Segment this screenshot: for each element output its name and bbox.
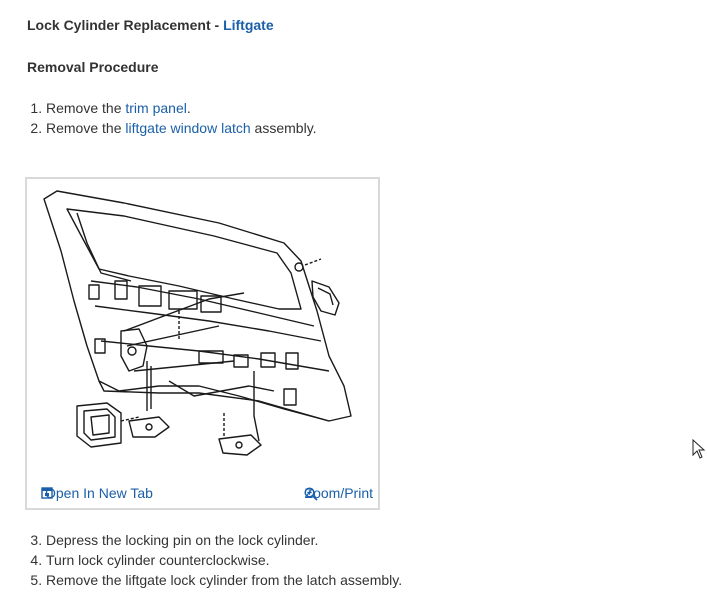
trim-panel-link[interactable]: trim panel [125,100,187,116]
title-prefix: Lock Cylinder Replacement - [27,17,224,33]
step-text-after: assembly. [250,120,317,136]
steps-list-before: Remove the trim panel. Remove the liftga… [0,98,317,138]
zoom-print-label: Zoom/Print [304,485,373,501]
section-heading: Removal Procedure [27,59,159,75]
page-title: Lock Cylinder Replacement - Liftgate [27,17,274,33]
open-in-new-tab-label: Open In New Tab [45,485,153,501]
step-item: Remove the trim panel. [46,98,317,118]
liftgate-diagram[interactable] [29,181,376,476]
figure-toolbar: Open In New Tab Zoom/Print [27,480,378,508]
step-text: Remove the [46,100,126,116]
step-text: Remove the [46,120,126,136]
liftgate-link[interactable]: Liftgate [223,17,274,33]
liftgate-window-latch-link[interactable]: liftgate window latch [125,120,251,136]
step-item: Turn lock cylinder counterclockwise. [46,550,402,570]
mouse-cursor-icon [692,438,706,464]
step-item: Remove the liftgate window latch assembl… [46,118,317,138]
step-item: Depress the locking pin on the lock cyli… [46,530,402,550]
figure-frame: Open In New Tab Zoom/Print [25,177,380,510]
step-item: Remove the liftgate lock cylinder from t… [46,570,402,590]
step-text-after: . [186,100,191,116]
open-in-new-tab-button[interactable]: Open In New Tab [39,485,153,501]
zoom-print-button[interactable]: Zoom/Print [302,485,373,501]
steps-list-after: Depress the locking pin on the lock cyli… [0,530,402,590]
